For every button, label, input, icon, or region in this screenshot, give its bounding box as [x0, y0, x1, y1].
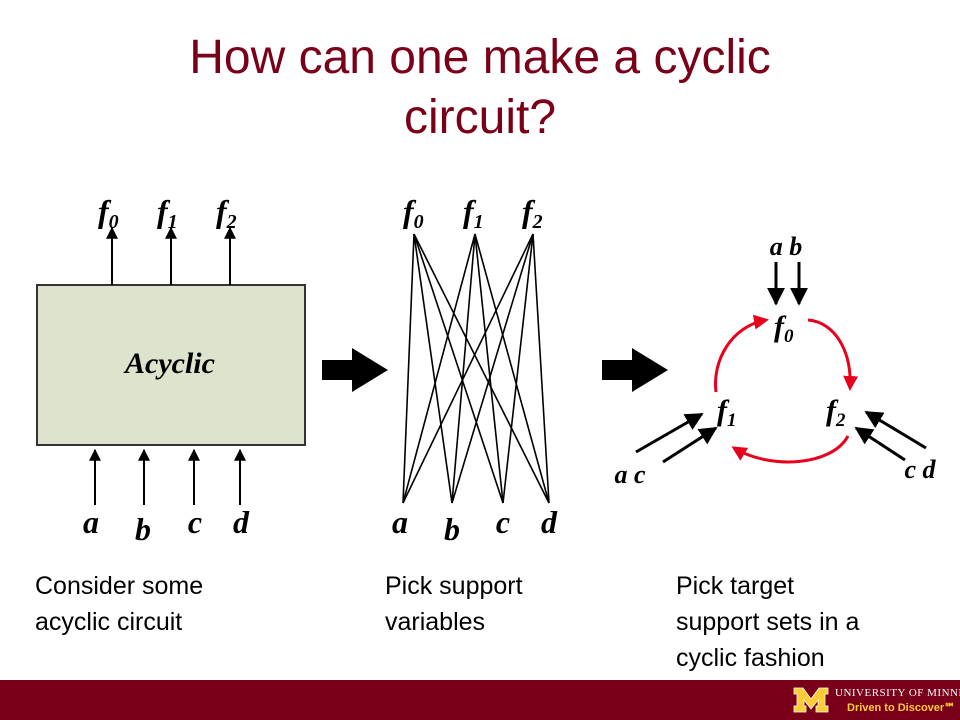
input-label-c: c: [188, 504, 202, 540]
title-line-2: circuit?: [403, 91, 557, 144]
left-panel: Acyclic f0 f1 f2 a b c d: [36, 193, 306, 547]
input-label-b: b: [135, 511, 151, 547]
support-arrow-right-c: [864, 410, 927, 450]
caption-middle: Pick support variables: [385, 568, 523, 640]
cycle-arc-f2-to-f1: [731, 435, 850, 464]
mid-output-label-f2: f2: [522, 193, 543, 233]
transition-arrow-1: [322, 348, 388, 392]
cycle-node-f1: f1: [717, 394, 737, 431]
caption-right: Pick target support sets in a cyclic fas…: [676, 568, 859, 676]
university-logo: UNIVERSITY OF MINNESOTA Driven to Discov…: [793, 685, 960, 715]
title-line-1: How can one make a cyclic: [189, 31, 771, 84]
acyclic-label: Acyclic: [123, 347, 215, 380]
support-mesh: [402, 233, 550, 504]
mid-input-label-b: b: [444, 511, 460, 547]
output-label-f0: f0: [98, 193, 119, 233]
support-arrow-left-a: [635, 412, 704, 454]
support-arrow-right-d: [854, 426, 906, 462]
cycle-node-f0: f0: [774, 310, 794, 347]
input-label-d: d: [233, 504, 250, 540]
mid-input-label-d: d: [541, 504, 558, 540]
cycle-arc-f0-to-f2: [807, 318, 859, 391]
input-label-a: a: [83, 504, 99, 540]
caption-middle-line-2: variables: [385, 608, 486, 636]
support-label-right: c d: [904, 455, 936, 484]
caption-right-line-3: cyclic fashion: [676, 644, 825, 672]
support-label-left: a c: [614, 460, 646, 489]
right-panel: a b f0 f1 f2 a c c d: [614, 232, 936, 489]
caption-right-line-1: Pick target: [676, 572, 795, 600]
acyclic-block: [36, 284, 306, 446]
mid-input-label-c: c: [496, 504, 510, 540]
caption-left-line-2: acyclic circuit: [35, 608, 183, 636]
cycle-arc-f1-to-f0: [713, 314, 769, 393]
diagram-canvas: Acyclic f0 f1 f2 a b c d f0 f1 f2: [36, 193, 937, 547]
caption-right-line-2: support sets in a: [676, 608, 860, 636]
mid-output-label-f0: f0: [403, 193, 424, 233]
university-name: UNIVERSITY OF MINNESOTA: [835, 687, 960, 699]
support-arrow-left-c: [662, 426, 718, 464]
middle-panel: f0 f1 f2 a b c d: [392, 193, 558, 547]
mid-input-label-a: a: [392, 504, 408, 540]
transition-arrow-2: [602, 348, 668, 392]
block-m-icon: [793, 687, 829, 713]
tagline: Driven to Discover℠: [847, 702, 956, 714]
slide-title: How can one make a cyclic circuit?: [0, 28, 960, 148]
output-label-f2: f2: [216, 193, 237, 233]
caption-middle-line-1: Pick support: [385, 572, 523, 600]
output-label-f1: f1: [157, 193, 178, 233]
cycle-node-f2: f2: [826, 394, 846, 431]
support-label-top: a b: [770, 232, 803, 261]
caption-left-line-1: Consider some: [35, 572, 204, 600]
caption-left: Consider some acyclic circuit: [35, 568, 203, 640]
mid-output-label-f1: f1: [463, 193, 484, 233]
